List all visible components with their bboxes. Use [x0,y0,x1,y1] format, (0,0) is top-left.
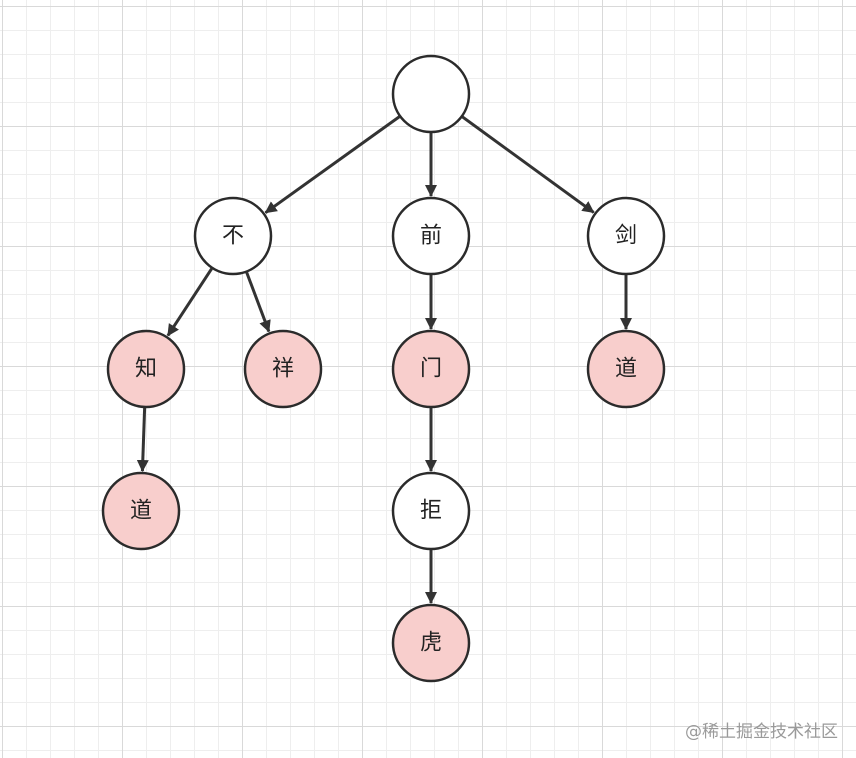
node-circle-ju [391,471,471,551]
node-bu: 不 [193,196,273,276]
edge-zhi-dao1 [136,407,149,473]
node-jian: 剑 [586,196,666,276]
edge-bu-zhi [166,267,213,337]
node-label-hu: 虎 [420,631,442,656]
node-xiang: 祥 [243,329,323,409]
node-men: 门 [391,329,471,409]
node-circle-root [391,54,471,134]
edge-layer [136,115,632,604]
edge-root-jian [461,115,595,214]
node-circle-hu [391,603,471,683]
node-label-xiang: 祥 [272,357,294,382]
node-zhi: 知 [106,329,186,409]
node-label-dao2: 道 [615,357,637,382]
node-circle-qian [391,196,471,276]
node-dao2: 道 [586,329,666,409]
node-circle-zhi [106,329,186,409]
node-label-dao1: 道 [130,499,152,524]
node-qian: 前 [391,196,471,276]
edge-bu-xiang [245,271,271,333]
watermark: @稀土掘金技术社区 [685,722,838,742]
node-circle-jian [586,196,666,276]
node-dao1: 道 [101,471,181,551]
node-label-ju: 拒 [420,499,442,524]
node-label-bu: 不 [222,224,244,249]
node-layer: 不前剑知祥门道道拒虎 [101,54,666,683]
node-circle-men [391,329,471,409]
node-label-men: 门 [420,357,442,382]
node-circle-dao1 [101,471,181,551]
node-root [391,54,471,134]
node-label-jian: 剑 [615,224,637,249]
edge-root-bu [264,115,401,214]
node-label-zhi: 知 [135,357,157,382]
node-label-qian: 前 [420,224,442,249]
node-circle-dao2 [586,329,666,409]
node-hu: 虎 [391,603,471,683]
node-ju: 拒 [391,471,471,551]
node-circle-bu [193,196,273,276]
node-circle-xiang [243,329,323,409]
